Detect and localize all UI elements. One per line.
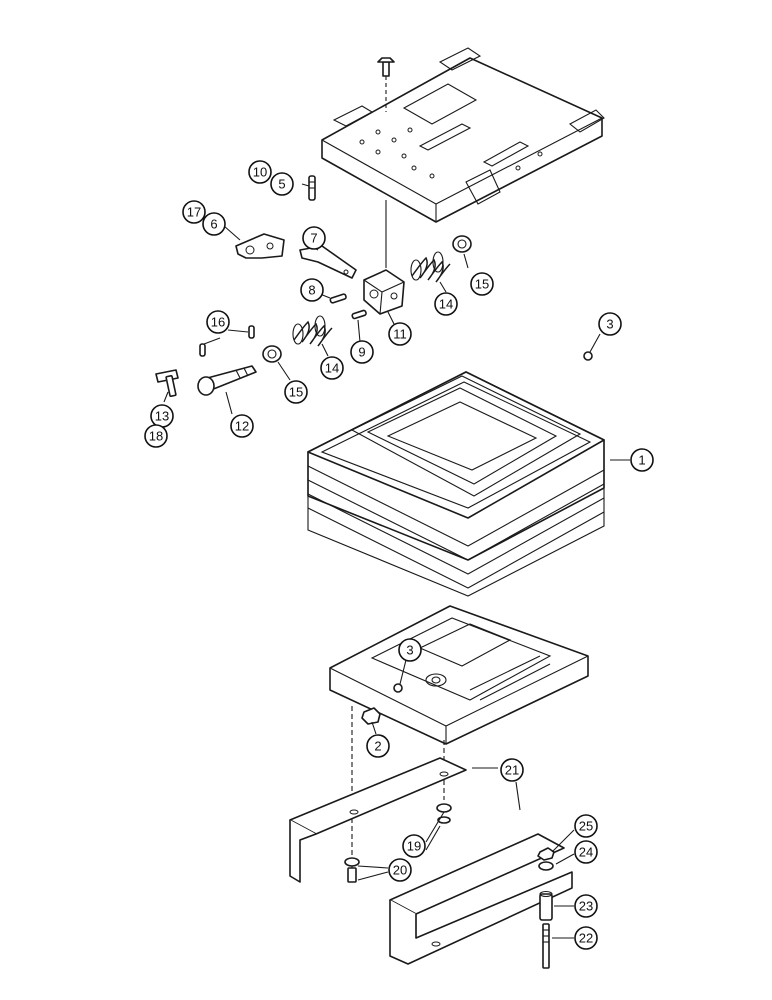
nut-part-2	[361, 707, 381, 725]
svg-text:3: 3	[406, 643, 413, 658]
svg-text:5: 5	[278, 177, 285, 192]
callout-15-lower: 15	[284, 380, 308, 404]
svg-text:13: 13	[155, 409, 169, 424]
washer-nut-19-20	[344, 803, 452, 883]
svg-text:15: 15	[475, 277, 489, 292]
callout-11: 11	[388, 322, 412, 346]
callout-15-upper: 15	[470, 272, 494, 296]
callout-3-lower: 3	[398, 638, 422, 662]
bushing-upper-15	[452, 235, 472, 253]
nut-washer-24-25	[537, 847, 555, 871]
top-screw	[377, 57, 395, 112]
svg-text:10: 10	[253, 165, 267, 180]
callout-19: 19	[402, 834, 426, 858]
pin-part-16	[199, 325, 255, 357]
svg-text:11: 11	[393, 327, 407, 342]
callout-13: 13	[150, 404, 174, 428]
housing-part-11	[363, 269, 405, 315]
callout-17: 17	[182, 200, 206, 224]
roll-pin-9	[351, 309, 367, 320]
bellows-part-1	[307, 371, 605, 597]
callout-18: 18	[144, 424, 168, 448]
callout-6: 6	[202, 212, 226, 236]
rail-left-21	[289, 757, 467, 883]
svg-text:17: 17	[187, 205, 201, 220]
svg-text:15: 15	[289, 385, 303, 400]
callout-9: 9	[350, 340, 374, 364]
pin-part-5	[308, 175, 316, 201]
callout-21: 21	[500, 758, 524, 782]
cam-part-6	[235, 233, 285, 259]
bushing-lower-15	[262, 345, 282, 363]
callout-14-lower: 14	[320, 356, 344, 380]
stud-part-22	[542, 923, 550, 969]
svg-text:2: 2	[374, 739, 381, 754]
svg-text:1: 1	[638, 453, 645, 468]
svg-text:21: 21	[505, 763, 519, 778]
lever-part-7	[299, 245, 357, 279]
callout-1: 1	[630, 448, 654, 472]
callout-20: 20	[388, 858, 412, 882]
svg-text:20: 20	[393, 863, 407, 878]
callout-23: 23	[574, 894, 598, 918]
spring-lower-14	[292, 315, 333, 347]
spacer-part-23	[539, 890, 553, 921]
callout-22: 22	[574, 926, 598, 950]
svg-text:16: 16	[211, 315, 225, 330]
callout-5: 5	[270, 172, 294, 196]
svg-text:6: 6	[210, 217, 217, 232]
shaft-part-12	[197, 365, 257, 396]
svg-text:9: 9	[358, 345, 365, 360]
callout-8: 8	[300, 278, 324, 302]
svg-text:3: 3	[606, 317, 613, 332]
spring-upper-14	[410, 251, 451, 283]
callout-2: 2	[366, 734, 390, 758]
small-screw-3-upper	[583, 351, 593, 361]
leader-lines	[163, 183, 630, 939]
callout-24: 24	[574, 840, 598, 864]
svg-text:25: 25	[579, 819, 593, 834]
svg-text:12: 12	[235, 419, 249, 434]
svg-text:18: 18	[149, 429, 163, 444]
svg-text:22: 22	[579, 931, 593, 946]
svg-text:14: 14	[325, 361, 339, 376]
svg-text:8: 8	[308, 283, 315, 298]
svg-text:19: 19	[407, 839, 421, 854]
svg-text:14: 14	[439, 297, 453, 312]
callout-7: 7	[302, 226, 326, 250]
callout-25: 25	[574, 814, 598, 838]
upper-seat-plate	[321, 47, 605, 223]
bolt-part-13	[155, 369, 179, 398]
svg-text:23: 23	[579, 899, 593, 914]
callout-3-upper: 3	[598, 312, 622, 336]
callout-10: 10	[248, 160, 272, 184]
roll-pin-8	[329, 293, 347, 304]
lower-base-plate	[329, 605, 589, 745]
callout-16: 16	[206, 310, 230, 334]
svg-text:24: 24	[579, 845, 593, 860]
callout-14-upper: 14	[434, 292, 458, 316]
callout-12: 12	[230, 414, 254, 438]
svg-text:7: 7	[310, 231, 317, 246]
